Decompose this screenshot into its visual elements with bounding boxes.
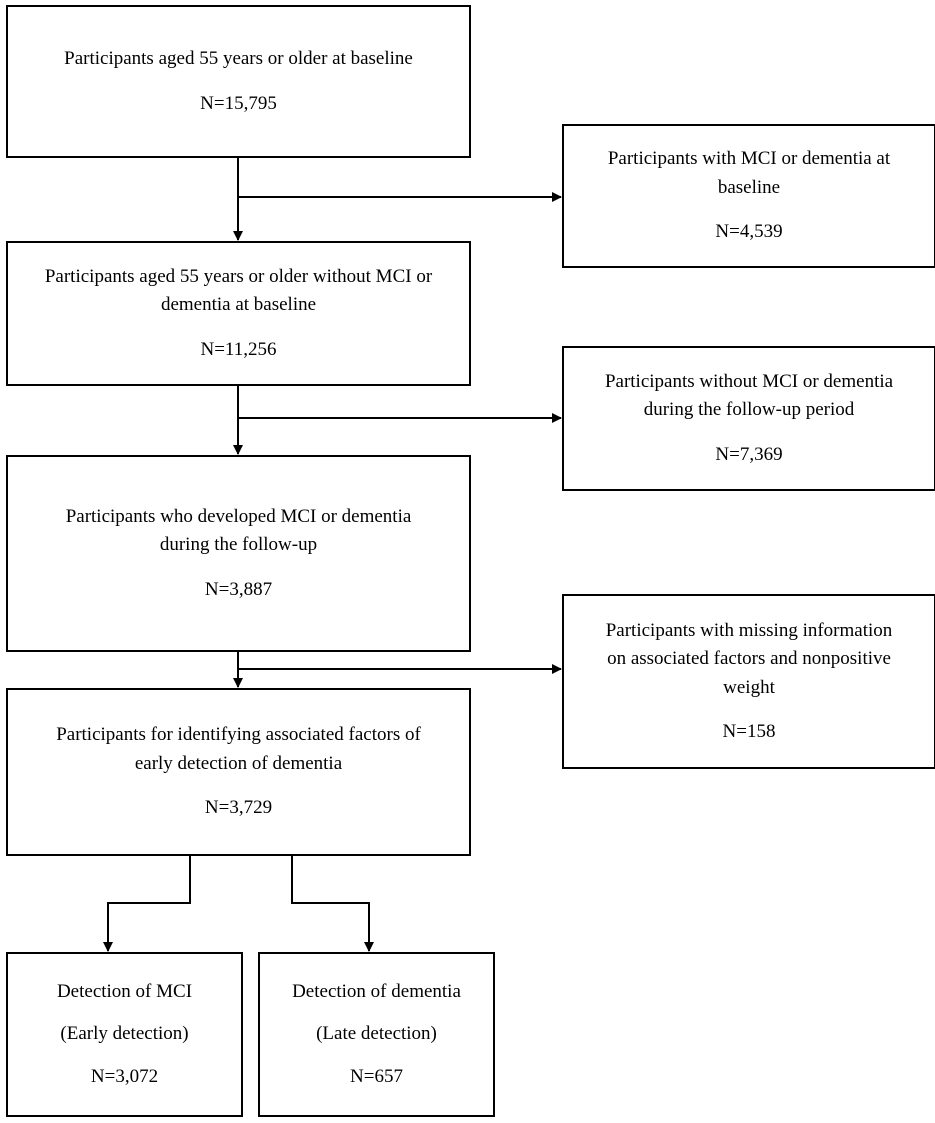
box-excluded-missing: Participants with missing information on… [562,594,935,769]
arrow-to-late [291,856,374,952]
box-count: N=3,072 [90,1065,159,1087]
box-count: N=15,795 [200,92,277,114]
box-text: Participants with MCI or dementia at [607,148,891,170]
box-text: Detection of dementia [292,980,461,1002]
box-count: N=158 [722,721,776,742]
box-excluded-baseline: Participants with MCI or dementia at bas… [562,124,935,268]
box-count: N=3,729 [204,797,273,819]
box-excluded-followup: Participants without MCI or dementia dur… [562,346,935,491]
box-analysis-sample: Participants for identifying associated … [6,688,471,856]
box-text: on associated factors and nonpositive [607,648,891,669]
box-text: (Early detection) [60,1023,189,1045]
box-text: Participants who developed MCI or dement… [65,505,412,527]
arrow-to-early [103,856,191,952]
box-count: N=7,369 [715,443,783,465]
box-late-detection: Detection of dementia (Late detection) N… [258,952,495,1117]
box-text: during the follow-up [159,534,318,556]
box-text: Participants without MCI or dementia [604,370,894,392]
box-text: Participants for identifying associated … [56,724,421,746]
box-baseline-participants: Participants aged 55 years or older at b… [6,5,471,158]
box-text: early detection of dementia [134,752,343,774]
box-text: during the follow-up period [643,399,855,421]
box-text: Detection of MCI [56,980,193,1002]
box-text: Participants aged 55 years or older at b… [64,48,413,69]
box-count: N=11,256 [200,338,277,360]
box-text: Participants aged 55 years or older with… [44,265,433,287]
box-text: (Late detection) [316,1023,437,1045]
box-count: N=3,887 [204,578,273,600]
box-text: weight [723,676,775,698]
box-count: N=657 [350,1065,403,1087]
box-without-mci: Participants aged 55 years or older with… [6,241,471,386]
box-early-detection: Detection of MCI (Early detection) N=3,0… [6,952,243,1117]
box-text: dementia at baseline [160,294,317,316]
box-developed: Participants who developed MCI or dement… [6,455,471,652]
box-text: baseline [717,176,781,198]
box-count: N=4,539 [715,221,783,243]
box-text: Participants with missing information [605,619,893,641]
